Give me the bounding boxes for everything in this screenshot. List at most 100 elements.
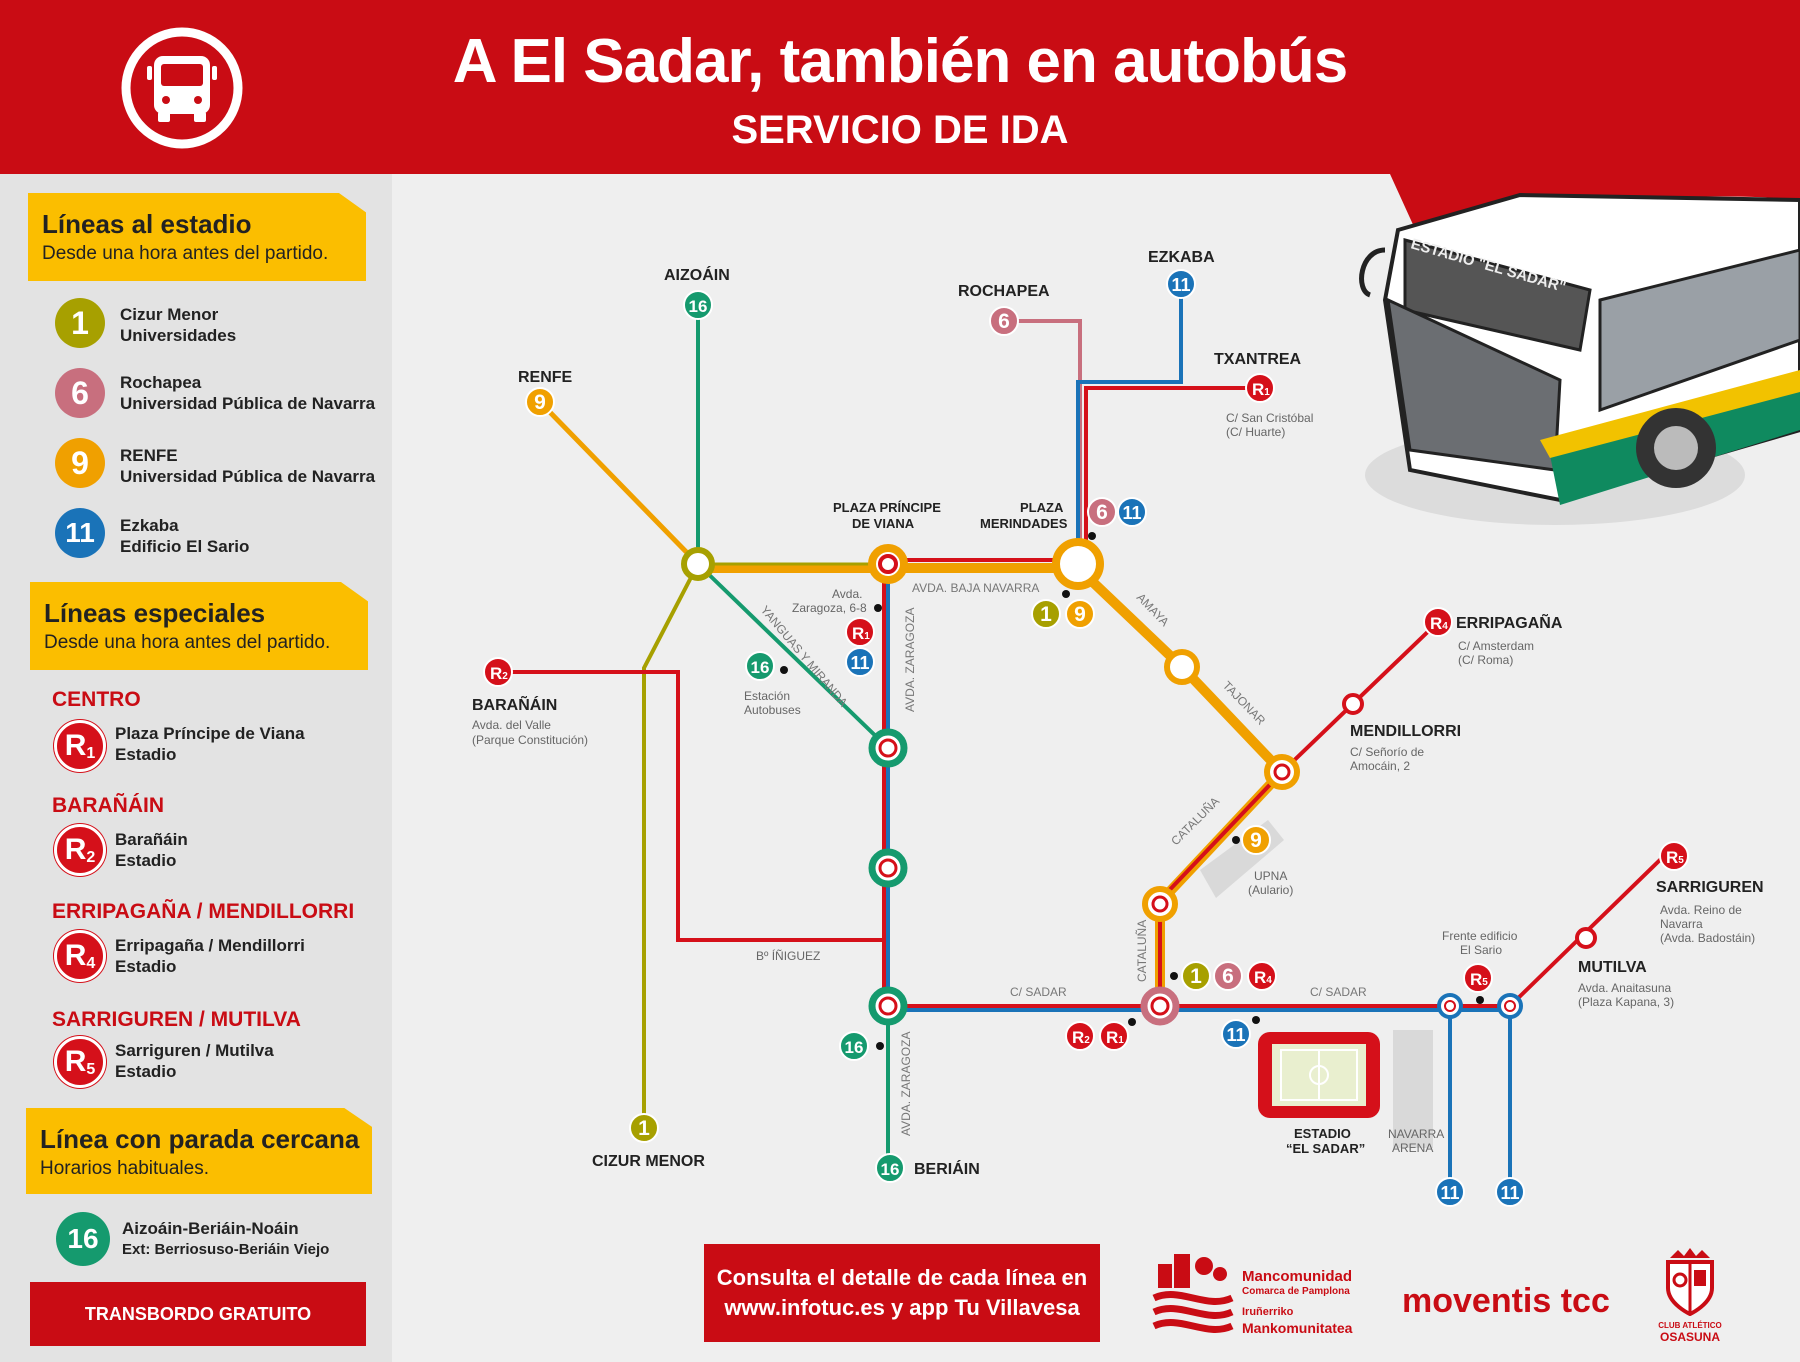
r2-dest: Estadio xyxy=(115,851,177,870)
consulta-banner: Consulta el detalle de cada línea en www… xyxy=(704,1244,1100,1342)
svg-text:R1: R1 xyxy=(1106,1028,1124,1047)
r2-baranain-code: R xyxy=(490,664,502,683)
route-map-svg: ESTADIO "EL SADAR" xyxy=(472,174,1800,1207)
osasuna-text-2: OSASUNA xyxy=(1659,1330,1720,1344)
r4-erripagana-code: R xyxy=(1430,614,1442,633)
r2-origin: Barañáin xyxy=(115,830,188,849)
r5-dest: Estadio xyxy=(115,1062,177,1081)
r5-sario-code: R xyxy=(1470,970,1482,989)
label-plaza-viana-2: DE VIANA xyxy=(852,516,915,531)
r-badges: R1 R1 R2 R4 R4 R5 R5 R2 R1 xyxy=(483,373,1689,1051)
label-baranain-sub2: (Parque Constitución) xyxy=(472,733,588,747)
moventis-logo: moventis tcc xyxy=(1402,1282,1610,1320)
label-navarra-2: ARENA xyxy=(1392,1141,1433,1155)
label-merindades-2: MERINDADES xyxy=(980,516,1068,531)
line-9-route xyxy=(538,400,700,566)
svg-text:R5: R5 xyxy=(1666,848,1684,867)
mancomunidad-text-3: Iruñerriko xyxy=(1242,1306,1294,1318)
line-16-badge: 16 xyxy=(56,1212,110,1266)
badge-end-11-b: 11 xyxy=(1500,1183,1519,1203)
mancomunidad-text-2: Comarca de Pamplona xyxy=(1242,1286,1350,1297)
badge-avda-zaragoza-11: 11 xyxy=(850,653,869,673)
label-sario-1: Frente edificio xyxy=(1442,929,1518,943)
r5-sario-num: 5 xyxy=(1482,977,1488,988)
line-9-origin: RENFE xyxy=(120,446,178,465)
label-renfe: RENFE xyxy=(518,369,573,386)
mancomunidad-emblem-icon xyxy=(1152,1254,1234,1333)
r1-sadar-code: R xyxy=(1106,1028,1118,1047)
line-1-route xyxy=(642,563,700,1128)
line-16-route: Aizoáin-Beriáin-Noáin xyxy=(122,1219,299,1238)
svg-text:R2: R2 xyxy=(490,664,508,683)
route-map: ESTADIO "EL SADAR" xyxy=(392,174,1800,1362)
mancomunidad-logo: Mancomunidad Comarca de Pamplona Iruñerr… xyxy=(1150,1250,1380,1340)
lineas-especiales-title: Líneas especiales xyxy=(44,598,266,628)
r2-baranain-num: 2 xyxy=(502,671,508,682)
r1-badge-num: 1 xyxy=(86,745,96,762)
line-11-badge: 11 xyxy=(55,508,105,558)
r1-txantrea-code: R xyxy=(1252,380,1264,399)
badge-rochapea-6: 6 xyxy=(998,310,1010,333)
label-mendillorri: MENDILLORRI xyxy=(1350,723,1461,740)
consulta-line-1: Consulta el detalle de cada línea en xyxy=(716,1265,1088,1290)
line-9-badge: 9 xyxy=(55,438,105,488)
r4-text: Erripagaña / Mendillorri Estadio xyxy=(115,935,305,977)
label-mutilva: MUTILVA xyxy=(1578,959,1647,976)
lineas-estadio-title: Líneas al estadio xyxy=(42,209,252,239)
label-sarriguren: SARRIGUREN xyxy=(1656,879,1764,896)
r5-sarriguren-code: R xyxy=(1666,848,1678,867)
label-estacion-1: Estación xyxy=(744,689,790,703)
osasuna-crest-icon xyxy=(1666,1248,1714,1317)
badge-cizur-1: 1 xyxy=(638,1117,650,1140)
header: A El Sadar, también en autobús SERVICIO … xyxy=(0,0,1800,174)
linea-cercana-box: Línea con parada cercana Horarios habitu… xyxy=(26,1108,372,1194)
r1-text: Plaza Príncipe de Viana Estadio xyxy=(115,723,305,765)
badge-ezkaba-11: 11 xyxy=(1171,275,1190,295)
consulta-line-2[interactable]: www.infotuc.es y app Tu Villavesa xyxy=(724,1295,1080,1320)
label-avda-zar-1: Avda. xyxy=(832,587,862,601)
label-txantrea: TXANTREA xyxy=(1214,351,1302,368)
label-sarriguren-sub3: (Avda. Badostáin) xyxy=(1660,931,1755,945)
r4-badge-code: R xyxy=(64,939,87,972)
label-sarriguren-sub1: Avda. Reino de xyxy=(1660,903,1742,917)
r4-badge-num: 4 xyxy=(86,955,96,972)
badge-aizoain-16: 16 xyxy=(689,297,708,316)
badge-merindades-6: 6 xyxy=(1096,501,1108,524)
section-erripagana: ERRIPAGAÑA / MENDILLORRI xyxy=(52,900,355,923)
stations xyxy=(681,538,1597,1026)
sub-labels: C/ San Cristóbal (C/ Huarte) Avda. del V… xyxy=(472,411,1755,1155)
line-11-origin: Ezkaba xyxy=(120,516,179,535)
svg-text:R2: R2 xyxy=(1072,1028,1090,1047)
label-erripagana-sub1: C/ Amsterdam xyxy=(1458,639,1534,653)
r2-sadar-code: R xyxy=(1072,1028,1084,1047)
r5-badge-num: 5 xyxy=(86,1061,96,1078)
label-upna-2: (Aulario) xyxy=(1248,883,1293,897)
street-cataluna-2: CATALUÑA xyxy=(1135,920,1149,982)
badge-end-11-a: 11 xyxy=(1440,1183,1459,1203)
badge-cataluna-6: 6 xyxy=(1222,965,1234,988)
page-subtitle: SERVICIO DE IDA xyxy=(731,108,1069,152)
r1-dest: Estadio xyxy=(115,745,177,764)
transbordo-gratuito-banner: TRANSBORDO GRATUITO xyxy=(30,1282,366,1346)
label-estadio-1: ESTADIO xyxy=(1294,1126,1351,1141)
r5-text: Sarriguren / Mutilva Estadio xyxy=(115,1040,274,1082)
badge-estacion-16: 16 xyxy=(751,658,770,677)
bus-icon xyxy=(121,27,243,149)
r4-origin: Erripagaña / Mendillorri xyxy=(115,936,305,955)
label-mutilva-sub2: (Plaza Kapana, 3) xyxy=(1578,995,1674,1009)
label-merindades-1: PLAZA xyxy=(1020,500,1064,515)
street-sadar-2: C/ SADAR xyxy=(1310,985,1367,999)
label-plaza-viana-1: PLAZA PRÍNCIPE xyxy=(833,500,941,515)
section-baranain: BARAÑÁIN xyxy=(52,794,164,817)
street-sadar-1: C/ SADAR xyxy=(1010,985,1067,999)
label-iniguez: Bº ÍÑIGUEZ xyxy=(756,948,820,963)
lineas-estadio-subtitle: Desde una hora antes del partido. xyxy=(42,243,329,264)
badge-beriain-16: 16 xyxy=(881,1160,900,1179)
r2-sadar-num: 2 xyxy=(1084,1035,1090,1046)
r5-badge-code: R xyxy=(64,1045,87,1078)
r5-origin: Sarriguren / Mutilva xyxy=(115,1041,274,1060)
badge-upna-9: 9 xyxy=(1250,829,1262,852)
line-6-text: Rochapea Universidad Pública de Navarra xyxy=(120,372,375,414)
